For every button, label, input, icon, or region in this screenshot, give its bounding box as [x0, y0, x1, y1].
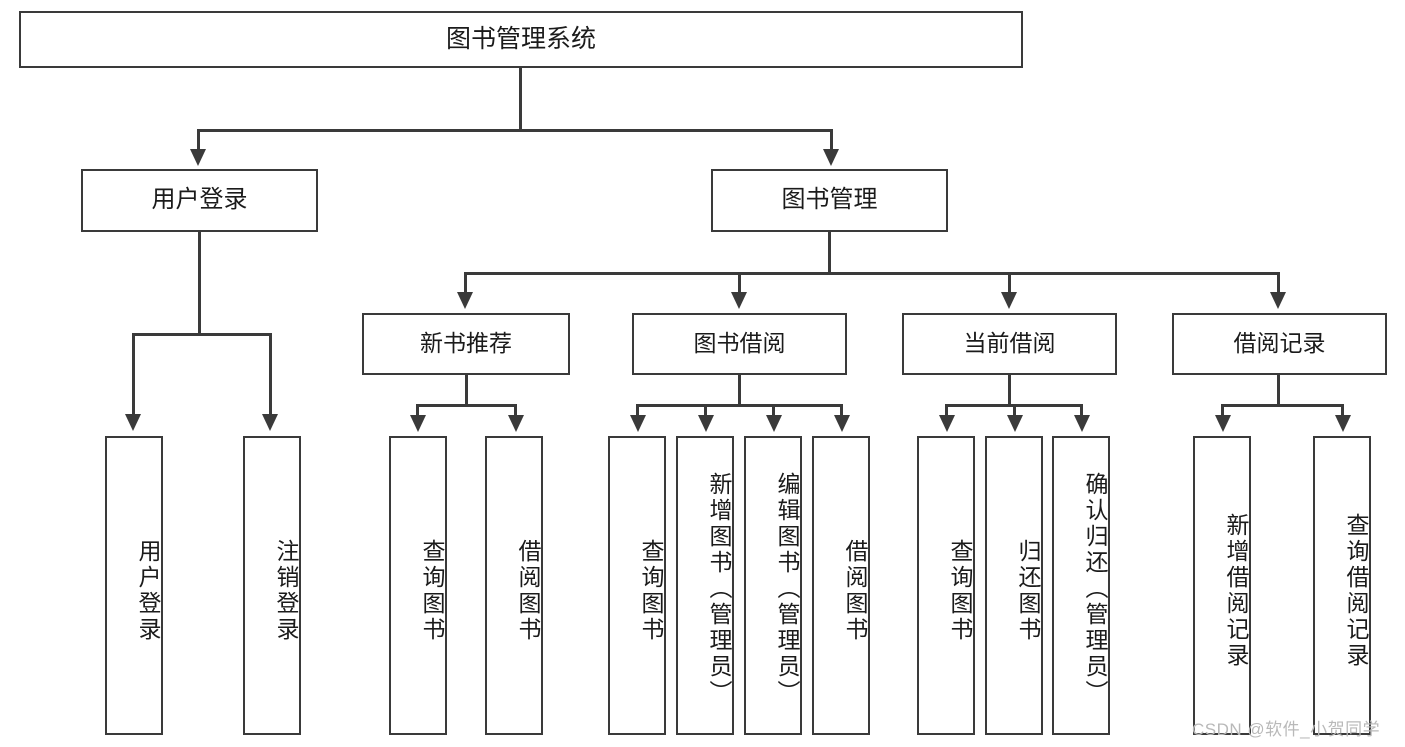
- node-new-book-rec[interactable]: 新书推荐: [362, 313, 570, 375]
- connector-new-book-rec-stem: [465, 375, 468, 406]
- arrow-user-login-to-leaf-1: [125, 414, 141, 431]
- connector-book-manage-bar: [464, 272, 1279, 275]
- connector-current-borrow-to-leaf-2: [1013, 404, 1016, 417]
- leaf-user-login-login[interactable]: 用户登录: [105, 436, 163, 735]
- connector-current-borrow-stem: [1008, 375, 1011, 406]
- leaf-current-borrow-confirm-admin[interactable]: 确认归还（管理员）: [1052, 436, 1110, 735]
- leaf-current-borrow-return[interactable]: 归还图书: [985, 436, 1043, 735]
- node-book-borrow[interactable]: 图书借阅: [632, 313, 847, 375]
- connector-current-borrow-to-leaf-1: [945, 404, 948, 417]
- arrow-book-borrow-to-leaf-2: [698, 415, 714, 432]
- leaf-book-borrow-edit-admin[interactable]: 编辑图书（管理员）: [744, 436, 802, 735]
- connector-root-to-user-login: [197, 129, 200, 151]
- arrow-current-borrow-to-leaf-1: [939, 415, 955, 432]
- arrow-new-book-rec-to-leaf-1: [410, 415, 426, 432]
- connector-borrow-record-stem: [1277, 375, 1280, 406]
- arrow-book-manage-to-borrow-record: [1270, 292, 1286, 309]
- connector-root-stem: [519, 68, 522, 130]
- connector-current-borrow-to-leaf-3: [1080, 404, 1083, 417]
- arrow-book-borrow-to-leaf-3: [766, 415, 782, 432]
- connector-user-login-bar: [132, 333, 269, 336]
- leaf-borrow-record-query[interactable]: 查询借阅记录: [1313, 436, 1371, 735]
- arrow-book-borrow-to-leaf-4: [834, 415, 850, 432]
- connector-root-to-book-manage: [830, 129, 833, 151]
- arrow-new-book-rec-to-leaf-2: [508, 415, 524, 432]
- connector-book-manage-to-book-borrow: [738, 272, 741, 293]
- node-book-manage[interactable]: 图书管理: [711, 169, 948, 232]
- connector-book-borrow-to-leaf-4: [840, 404, 843, 417]
- connector-user-login-to-leaf-2: [269, 333, 272, 416]
- arrow-current-borrow-to-leaf-3: [1074, 415, 1090, 432]
- connector-new-book-rec-to-leaf-2: [514, 404, 517, 417]
- leaf-book-borrow-borrow[interactable]: 借阅图书: [812, 436, 870, 735]
- arrow-root-to-book-manage: [823, 149, 839, 166]
- connector-book-manage-to-current-borrow: [1008, 272, 1011, 293]
- leaf-user-login-logout[interactable]: 注销登录: [243, 436, 301, 735]
- connector-user-login-to-leaf-1: [132, 333, 135, 416]
- node-borrow-record[interactable]: 借阅记录: [1172, 313, 1387, 375]
- node-current-borrow[interactable]: 当前借阅: [902, 313, 1117, 375]
- arrow-root-to-user-login: [190, 149, 206, 166]
- connector-borrow-record-to-leaf-2: [1341, 404, 1344, 417]
- leaf-new-book-rec-query[interactable]: 查询图书: [389, 436, 447, 735]
- connector-book-borrow-to-leaf-1: [636, 404, 639, 417]
- arrow-book-manage-to-new-book-rec: [457, 292, 473, 309]
- connector-book-borrow-bar: [636, 404, 841, 407]
- arrow-book-borrow-to-leaf-1: [630, 415, 646, 432]
- connector-current-borrow-bar: [945, 404, 1080, 407]
- connector-new-book-rec-bar: [416, 404, 517, 407]
- leaf-new-book-rec-borrow[interactable]: 借阅图书: [485, 436, 543, 735]
- connector-book-manage-stem: [828, 232, 831, 274]
- connector-new-book-rec-to-leaf-1: [416, 404, 419, 417]
- leaf-current-borrow-query[interactable]: 查询图书: [917, 436, 975, 735]
- node-user-login[interactable]: 用户登录: [81, 169, 318, 232]
- connector-book-manage-to-borrow-record: [1277, 272, 1280, 293]
- arrow-borrow-record-to-leaf-1: [1215, 415, 1231, 432]
- arrow-book-manage-to-current-borrow: [1001, 292, 1017, 309]
- connector-root-bar: [197, 129, 833, 132]
- arrow-user-login-to-leaf-2: [262, 414, 278, 431]
- connector-borrow-record-to-leaf-1: [1221, 404, 1224, 417]
- leaf-book-borrow-add-admin[interactable]: 新增图书（管理员）: [676, 436, 734, 735]
- connector-book-borrow-stem: [738, 375, 741, 406]
- leaf-book-borrow-query[interactable]: 查询图书: [608, 436, 666, 735]
- node-root-system[interactable]: 图书管理系统: [19, 11, 1023, 68]
- connector-user-login-stem: [198, 232, 201, 334]
- leaf-borrow-record-add[interactable]: 新增借阅记录: [1193, 436, 1251, 735]
- arrow-borrow-record-to-leaf-2: [1335, 415, 1351, 432]
- connector-book-borrow-to-leaf-2: [704, 404, 707, 417]
- connector-borrow-record-bar: [1221, 404, 1342, 407]
- arrow-book-manage-to-book-borrow: [731, 292, 747, 309]
- connector-book-manage-to-new-book-rec: [464, 272, 467, 293]
- connector-book-borrow-to-leaf-3: [772, 404, 775, 417]
- arrow-current-borrow-to-leaf-2: [1007, 415, 1023, 432]
